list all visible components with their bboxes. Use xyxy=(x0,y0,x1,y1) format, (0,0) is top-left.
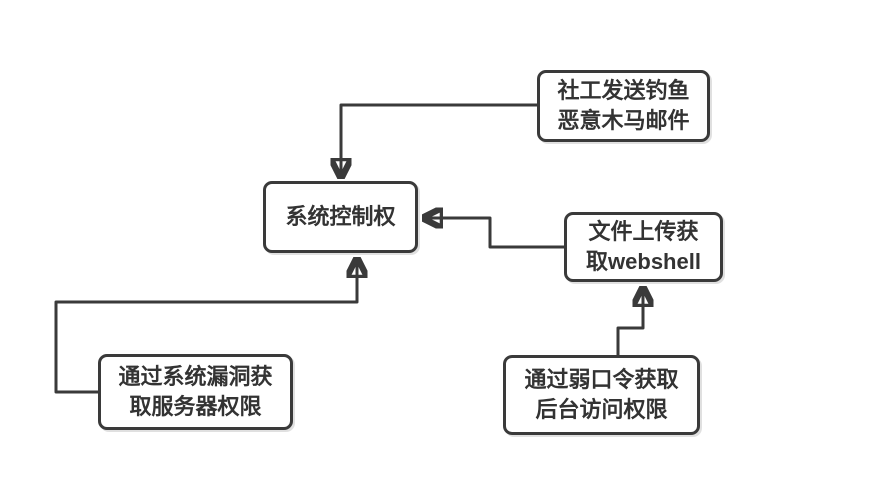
node-webshell-upload: 文件上传获 取webshell xyxy=(564,212,723,282)
node-system-vuln: 通过系统漏洞获 取服务器权限 xyxy=(98,354,293,430)
node-webshell-upload-line2: 取webshell xyxy=(586,249,701,274)
node-system-control: 系统控制权 xyxy=(263,181,418,253)
node-system-vuln-line2: 取服务器权限 xyxy=(129,394,262,419)
node-system-vuln-line1: 通过系统漏洞获 xyxy=(118,364,273,390)
node-weak-password-line1: 通过弱口令获取 xyxy=(524,367,679,393)
arrow-webshell-to-control xyxy=(425,218,564,249)
node-phishing-email: 社工发送钓鱼 恶意木马邮件 xyxy=(537,70,710,142)
node-webshell-upload-line1: 文件上传获 xyxy=(588,219,699,245)
node-phishing-email-line1: 社工发送钓鱼 xyxy=(557,78,690,104)
node-weak-password: 通过弱口令获取 后台访问权限 xyxy=(503,355,700,435)
node-system-control-line1: 系统控制权 xyxy=(285,204,396,230)
node-weak-password-line2: 后台访问权限 xyxy=(535,397,668,422)
node-phishing-email-line2: 恶意木马邮件 xyxy=(557,108,690,133)
arrow-phishing-to-control xyxy=(341,103,537,176)
arrow-weakpwd-to-webshell xyxy=(616,289,643,355)
